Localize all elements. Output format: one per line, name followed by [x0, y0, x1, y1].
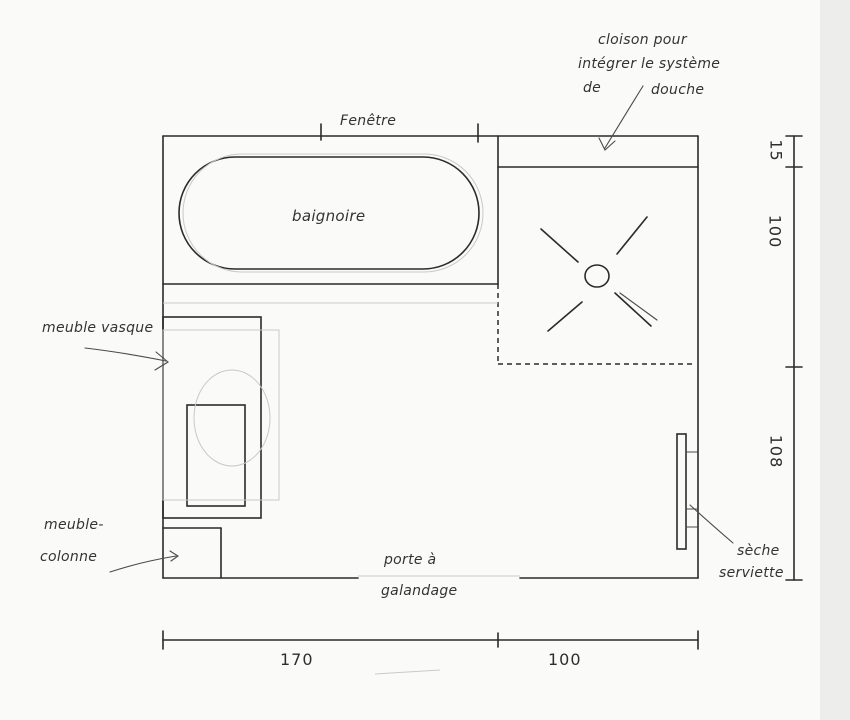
towel-dryer-label-line2: serviette: [719, 565, 784, 581]
towel-dryer-label-line1: sèche: [737, 543, 780, 559]
partition-arrow: [604, 85, 644, 149]
dimension-right-bottom: 108: [766, 434, 786, 469]
vanity-label: meuble vasque: [42, 320, 154, 336]
shower-slope-line: [619, 292, 658, 321]
partition-label-line2: intégrer le système: [578, 56, 721, 72]
dimension-right-mid: 100: [765, 214, 785, 249]
shower-slope-line: [616, 216, 648, 255]
bottom-dimension-line: [162, 630, 699, 650]
shower-drain: [584, 264, 610, 288]
paper-edge: [820, 0, 850, 720]
towel-dryer-arrow: [689, 504, 734, 544]
window-label: Fenêtre: [340, 113, 397, 129]
vanity-unit: [162, 316, 280, 519]
outer-walls: [162, 135, 699, 579]
towel-dryer: [676, 433, 698, 550]
dimension-bottom-right: 100: [548, 650, 582, 669]
partition-label-line3b: douche: [651, 82, 705, 98]
vanity-cabinet: [162, 316, 262, 519]
towel-dryer-body: [676, 433, 687, 550]
shower-slope-line: [547, 301, 583, 332]
annotation-arrows: [84, 85, 734, 573]
shower-slope-line: [614, 292, 652, 327]
bathtub-area: [162, 135, 499, 285]
vanity-sketch-oval: [193, 369, 271, 467]
door-label-line1: porte à: [384, 552, 437, 568]
bathtub-label: baignoire: [292, 207, 366, 225]
shower-slope-line: [540, 228, 579, 263]
shower-area: [497, 166, 699, 365]
paper-sheet: [0, 0, 820, 720]
bathtub-sketch-outline: [182, 153, 484, 273]
partition-label-line1: cloison pour: [598, 32, 687, 48]
vanity-basin: [186, 404, 246, 507]
bathtub-shape: [178, 156, 480, 270]
column-cabinet: [162, 527, 222, 579]
vanity-arrow: [84, 347, 167, 362]
partition-label-line3a: de: [583, 80, 602, 96]
stray-pencil-mark: [374, 669, 441, 675]
vanity-arrow-head: [154, 351, 169, 371]
window-marks: [320, 123, 479, 143]
column-label-line1: meuble-: [44, 517, 104, 533]
column-arrow-head: [169, 550, 179, 562]
vanity-sketch-outline: [162, 329, 280, 501]
door-label-line2: galandage: [381, 583, 458, 599]
column-label-line2: colonne: [40, 549, 98, 565]
right-dimension-line: [785, 135, 803, 581]
partition-arrow-head: [598, 137, 616, 151]
dimension-right-top: 15: [766, 139, 786, 162]
dimension-bottom-left: 170: [280, 650, 314, 669]
column-arrow: [109, 555, 177, 573]
